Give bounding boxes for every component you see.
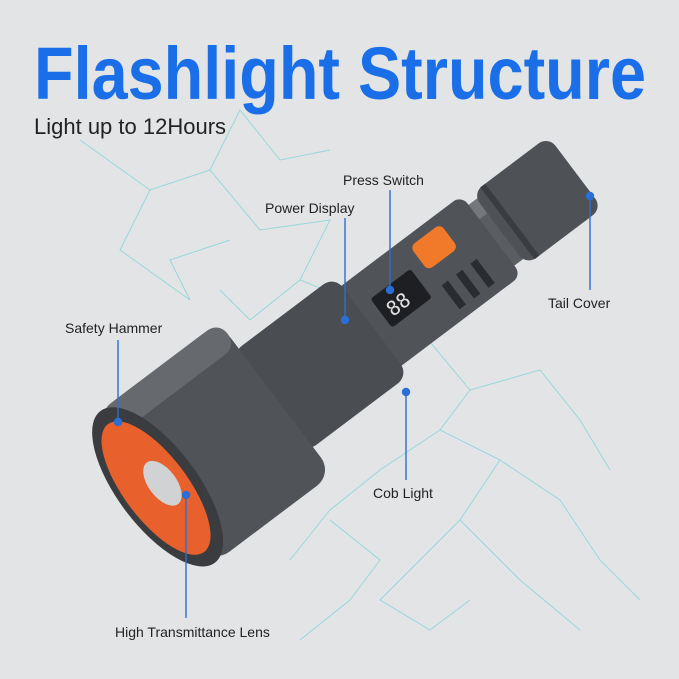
label-tail-cover: Tail Cover (548, 295, 611, 311)
leader-lines (113, 190, 595, 618)
press-switch (412, 226, 456, 269)
lightning-lines (79, 109, 641, 641)
page-title: Flashlight Structure (34, 32, 646, 115)
label-press-switch: Press Switch (343, 172, 424, 188)
power-display (371, 270, 431, 327)
label-safety-hammer: Safety Hammer (65, 320, 163, 336)
label-cob-light: Cob Light (373, 485, 433, 501)
subtitle: Light up to 12Hours (34, 114, 227, 139)
tail-cover (477, 140, 598, 261)
label-power-display: Power Display (265, 200, 355, 216)
label-lens: High Transmittance Lens (115, 624, 270, 640)
flashlight: 88 (92, 140, 598, 567)
